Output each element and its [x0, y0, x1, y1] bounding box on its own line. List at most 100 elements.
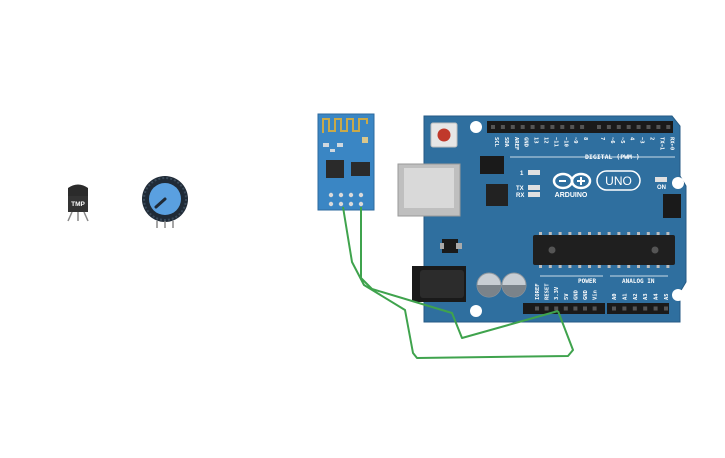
digital-pin-hole[interactable] — [606, 125, 611, 129]
smd-part — [323, 143, 329, 147]
digital-pin-hole[interactable] — [597, 125, 601, 129]
power-pin-label: RESET — [545, 283, 551, 300]
digital-pin-label: 2 — [649, 137, 655, 140]
digital-pin-hole[interactable] — [636, 125, 641, 129]
reset-button-cap[interactable] — [437, 128, 451, 142]
digital-pin-hole[interactable] — [560, 125, 565, 129]
wifi-pin[interactable] — [348, 201, 354, 207]
voltage-regulator — [442, 239, 458, 253]
chip-pin — [588, 265, 591, 268]
potentiometer-pointer — [154, 197, 167, 209]
power-pin-hole[interactable] — [535, 306, 539, 311]
tmp-pin-3[interactable] — [83, 211, 89, 222]
icsp-header-usb[interactable] — [480, 156, 504, 174]
digital-pin-label: 13 — [533, 137, 539, 144]
uno-badge-text: UNO — [605, 174, 632, 188]
power-pin-hole[interactable] — [563, 306, 568, 311]
wifi-pin[interactable] — [328, 192, 334, 198]
chip-pin — [597, 232, 601, 235]
led-on — [655, 177, 667, 182]
wifi-pin[interactable] — [358, 201, 364, 207]
digital-pin-label: ~9 — [572, 137, 578, 144]
analog-header[interactable] — [607, 303, 669, 314]
analog-pin-label: A1 — [622, 293, 628, 300]
digital-pin-label: ~3 — [639, 137, 645, 144]
power-pin-label: GND — [583, 289, 589, 300]
chip-pin — [617, 265, 621, 268]
chip-pin — [646, 265, 650, 268]
analog-pin-hole[interactable] — [622, 306, 627, 311]
wifi-pin[interactable] — [338, 192, 344, 198]
digital-pin-hole[interactable] — [500, 125, 505, 129]
mount-hole — [672, 177, 684, 189]
power-pin-label: IOREF — [535, 283, 541, 300]
digital-pin-hole[interactable] — [616, 125, 621, 129]
digital-pin-hole[interactable] — [540, 125, 545, 129]
analog-pin-label: A4 — [654, 293, 660, 300]
power-label: POWER — [578, 278, 596, 285]
chip-pin — [637, 232, 640, 235]
analog-pin-hole[interactable] — [612, 306, 616, 311]
regulator-tab — [456, 243, 462, 249]
potentiometer[interactable] — [142, 176, 188, 228]
wifi-pin[interactable] — [338, 201, 344, 207]
wifi-pin[interactable] — [358, 192, 364, 198]
power-pin-hole[interactable] — [544, 306, 549, 311]
led-tx — [528, 185, 540, 190]
icsp-header[interactable] — [663, 194, 681, 218]
digital-pin-hole[interactable] — [570, 125, 575, 129]
chip-pin — [548, 265, 552, 268]
digital-pin-hole[interactable] — [646, 125, 651, 129]
digital-pin-label: SCL — [493, 137, 499, 148]
digital-pin-hole[interactable] — [666, 125, 671, 129]
power-pin-hole[interactable] — [592, 306, 597, 311]
wire-green-1[interactable] — [342, 206, 574, 359]
digital-pin-label: ~10 — [562, 137, 568, 147]
digital-pin-hole[interactable] — [530, 125, 535, 129]
digital-pin-hole[interactable] — [510, 125, 515, 129]
digital-pin-label: 8 — [582, 137, 588, 140]
digital-pin-label: ~6 — [609, 137, 615, 144]
wire-green-2[interactable] — [360, 207, 559, 339]
digital-pin-hole[interactable] — [656, 125, 661, 129]
analog-pin-hole[interactable] — [664, 306, 668, 311]
analog-pin-label: A2 — [633, 293, 639, 300]
wifi-pin[interactable] — [348, 192, 354, 198]
power-pin-label: Vin — [593, 290, 599, 300]
uno-badge — [596, 170, 641, 191]
smd-part — [337, 143, 343, 147]
atmega-chip-pins — [539, 232, 670, 268]
analog-pin-hole[interactable] — [632, 306, 637, 311]
digital-pin-hole[interactable] — [520, 125, 525, 129]
led-rx — [528, 192, 540, 197]
analog-pin-hole[interactable] — [653, 306, 658, 311]
power-pin-label: 5V — [564, 293, 570, 300]
digital-pin-hole[interactable] — [550, 125, 555, 129]
chip-pin — [607, 265, 611, 268]
wifi-pin[interactable] — [328, 201, 334, 207]
power-header-holes — [535, 306, 597, 311]
digital-pin-label: RX←0 — [668, 137, 674, 150]
chip-pin — [607, 232, 611, 235]
power-pin-hole[interactable] — [554, 306, 559, 311]
capacitor-shade — [477, 285, 501, 297]
digital-pin-hole[interactable] — [626, 125, 631, 129]
chip-dot — [548, 246, 556, 254]
wifi-module[interactable] — [317, 113, 375, 211]
arduino-logo: ARDUINO — [552, 172, 592, 199]
power-pin-hole[interactable] — [573, 306, 578, 311]
led-1-label: 1 — [520, 171, 524, 177]
digital-header[interactable] — [487, 121, 673, 133]
power-pin-hole[interactable] — [583, 306, 587, 311]
chip-pin — [666, 265, 670, 268]
digital-pin-hole[interactable] — [580, 125, 585, 129]
analog-pin-hole[interactable] — [643, 306, 648, 311]
digital-pin-label: ~11 — [552, 137, 558, 148]
digital-pin-hole[interactable] — [491, 125, 495, 129]
tmp-sensor[interactable]: TMP — [67, 184, 89, 222]
tmp-pin-1[interactable] — [67, 211, 73, 222]
analog-pin-label: A0 — [612, 293, 618, 300]
